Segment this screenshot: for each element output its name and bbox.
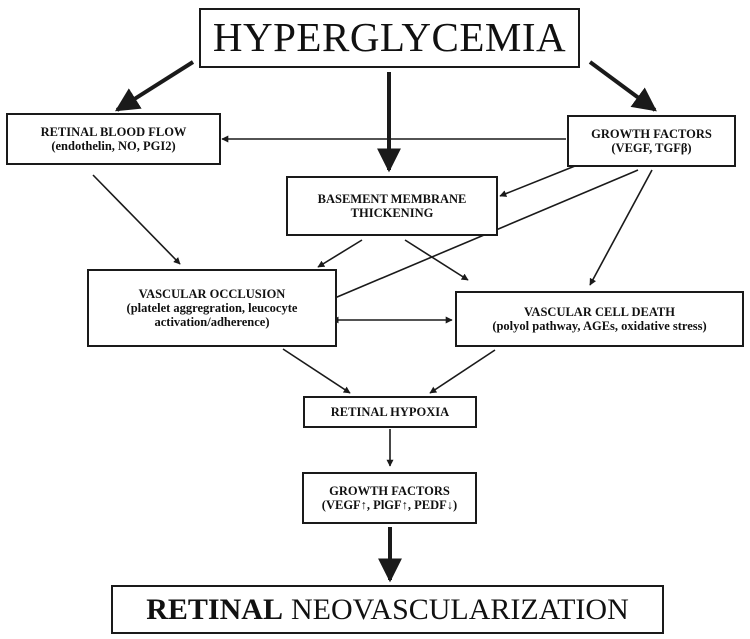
retinal-blood-flow-detail: (endothelin, NO, PGI2) bbox=[51, 139, 176, 153]
arrow-hyperglycemia-to-growth-factors bbox=[588, 60, 657, 112]
arrow-retinal-blood-flow-to-vascular-occlusion bbox=[92, 174, 181, 265]
retinal-hypoxia-title: RETINAL HYPOXIA bbox=[330, 405, 450, 419]
arrow-basement-membrane-to-vascular-cell-death bbox=[404, 239, 469, 281]
retinal-neovascularization-box: RETINAL NEOVASCULARIZATION bbox=[111, 585, 664, 634]
retinal-neovascularization-word1: RETINAL bbox=[146, 592, 283, 626]
retinal-blood-flow-box: RETINAL BLOOD FLOW (endothelin, NO, PGI2… bbox=[6, 113, 221, 165]
growth-factors-top-box: GROWTH FACTORS (VEGF, TGFβ) bbox=[567, 115, 736, 167]
retinal-blood-flow-title: RETINAL BLOOD FLOW bbox=[40, 125, 187, 139]
basement-membrane-line1: BASEMENT MEMBRANE bbox=[317, 192, 467, 206]
hyperglycemia-box: HYPERGLYCEMIA bbox=[199, 8, 580, 68]
growth-factors-bottom-detail: (VEGF↑, PlGF↑, PEDF↓) bbox=[321, 498, 458, 512]
growth-factors-bottom-title: GROWTH FACTORS bbox=[329, 484, 450, 498]
retinal-neovascularization-word2: NEOVASCULARIZATION bbox=[290, 592, 629, 626]
vascular-occlusion-title: VASCULAR OCCLUSION bbox=[138, 287, 286, 301]
arrow-growth-factors-to-vascular-cell-death bbox=[589, 169, 653, 286]
hyperglycemia-title: HYPERGLYCEMIA bbox=[212, 14, 567, 61]
retinal-hypoxia-box: RETINAL HYPOXIA bbox=[303, 396, 477, 428]
vascular-cell-death-title: VASCULAR CELL DEATH bbox=[524, 305, 675, 319]
vascular-cell-death-detail: (polyol pathway, AGEs, oxidative stress) bbox=[492, 319, 707, 333]
growth-factors-top-title: GROWTH FACTORS bbox=[591, 127, 712, 141]
vascular-cell-death-box: VASCULAR CELL DEATH (polyol pathway, AGE… bbox=[455, 291, 744, 347]
arrow-vascular-occlusion-to-hypoxia bbox=[282, 348, 351, 394]
basement-membrane-box: BASEMENT MEMBRANE THICKENING bbox=[286, 176, 498, 236]
growth-factors-bottom-box: GROWTH FACTORS (VEGF↑, PlGF↑, PEDF↓) bbox=[302, 472, 477, 524]
growth-factors-top-detail: (VEGF, TGFβ) bbox=[611, 141, 692, 155]
vascular-occlusion-detail-2: activation/adherence) bbox=[154, 315, 270, 329]
vascular-occlusion-box: VASCULAR OCCLUSION (platelet aggregratio… bbox=[87, 269, 337, 347]
arrow-vascular-cell-death-to-hypoxia bbox=[429, 349, 496, 394]
arrow-growth-factors-to-basement-membrane bbox=[499, 165, 576, 197]
basement-membrane-line2: THICKENING bbox=[350, 206, 434, 220]
arrow-hyperglycemia-to-retinal-blood-flow bbox=[114, 60, 195, 112]
arrow-basement-membrane-to-vascular-occlusion bbox=[317, 239, 363, 268]
vascular-occlusion-detail-1: (platelet aggregration, leucocyte bbox=[126, 301, 298, 315]
